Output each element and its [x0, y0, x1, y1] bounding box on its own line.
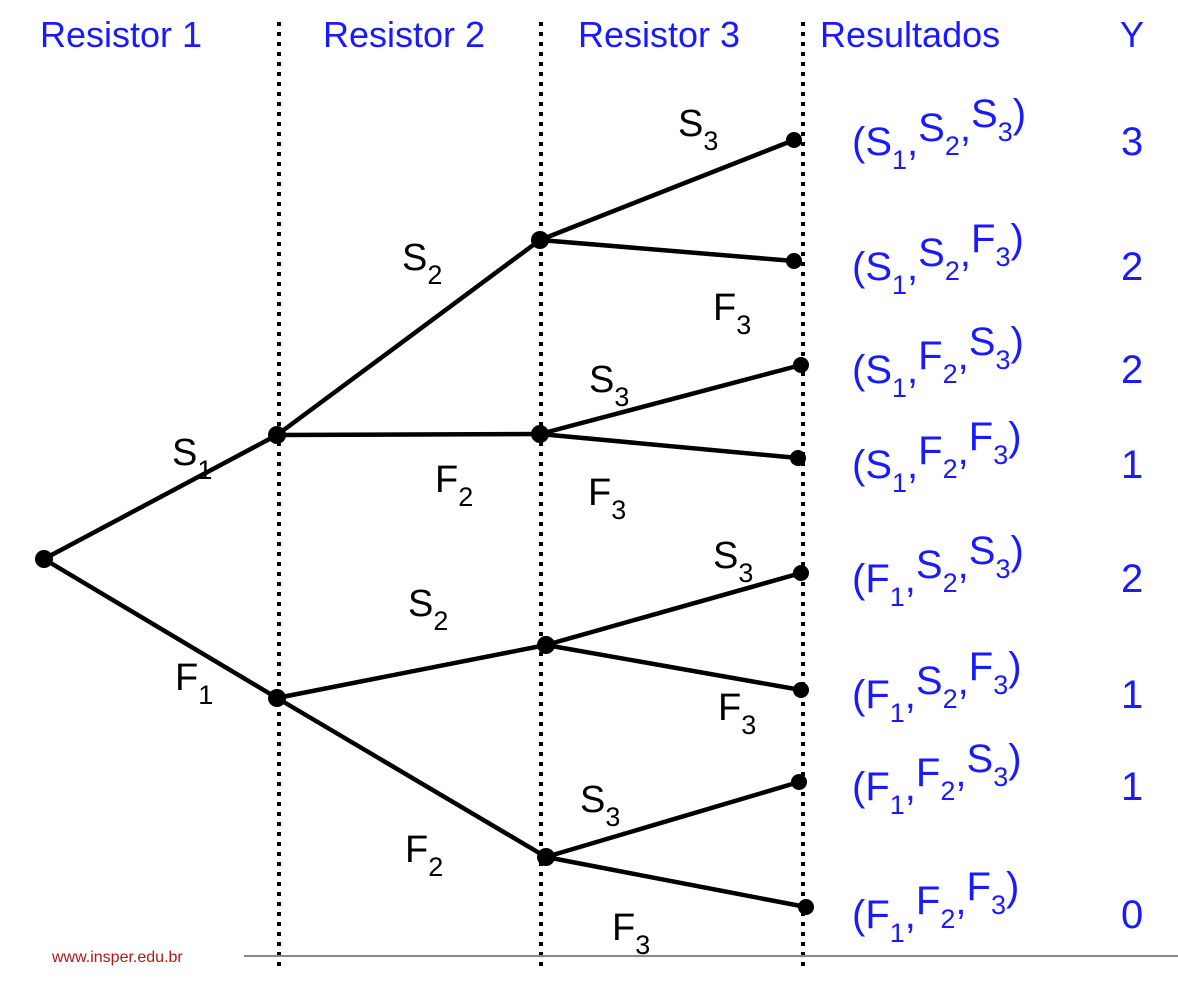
y-value-6: 1 [1121, 673, 1143, 717]
leaf-6 [793, 682, 809, 698]
edge-s1-f2 [274, 431, 543, 438]
header-resultados: Resultados [820, 14, 1000, 55]
node-s1 [268, 426, 286, 444]
label-f3-2: F3 [588, 472, 626, 525]
y-value-3: 2 [1121, 348, 1143, 392]
edge-s1s2-s3 [537, 137, 797, 243]
y-value-1: 3 [1121, 120, 1143, 164]
edge-s1 [41, 432, 280, 562]
root-node [35, 550, 53, 568]
leaf-2 [786, 253, 802, 269]
outcome-2: (S1,S2,F3) [852, 217, 1024, 300]
header-resistor-2: Resistor 2 [323, 14, 485, 55]
edge-f1s2-f3 [543, 642, 804, 693]
y-value-2: 2 [1121, 245, 1143, 289]
outcome-7: (F1,F2,S3) [852, 737, 1022, 820]
y-value-7: 1 [1121, 765, 1143, 809]
tree-edges [41, 137, 809, 910]
y-value-4: 1 [1121, 443, 1143, 487]
outcome-4: (S1,F2,F3) [852, 415, 1022, 498]
label-f3-3: F3 [718, 687, 756, 740]
node-s1f2 [531, 425, 549, 443]
edge-s1-s2 [274, 237, 543, 438]
label-s3-3: S3 [713, 535, 753, 588]
leaf-5 [793, 565, 809, 581]
edge-s1f2-s3 [537, 362, 804, 437]
label-s3-1: S3 [678, 103, 718, 156]
label-s3-2: S3 [589, 359, 629, 412]
header-resistor-1: Resistor 1 [40, 14, 202, 55]
label-f3-4: F3 [612, 907, 650, 960]
outcome-3: (S1,F2,S3) [852, 320, 1024, 403]
edge-s1f2-f3 [537, 431, 801, 461]
outcome-8: (F1,F2,F3) [852, 865, 1019, 948]
header-y: Y [1120, 14, 1144, 55]
label-s1: S1 [172, 432, 212, 485]
node-f1s2 [537, 636, 555, 654]
label-lower-s2: S2 [408, 583, 448, 636]
leaf-8 [798, 899, 814, 915]
tree-nodes [35, 132, 814, 915]
edge-f1-f2 [274, 695, 549, 860]
node-f1 [268, 689, 286, 707]
node-s1s2 [531, 231, 549, 249]
leaf-3 [793, 357, 809, 373]
label-upper-s2: S2 [402, 237, 442, 290]
label-f3-1: F3 [713, 287, 751, 340]
outcome-6: (F1,S2,F3) [852, 645, 1022, 728]
footer-url: www.insper.edu.br [51, 949, 183, 966]
edge-f1s2-s3 [543, 570, 804, 648]
label-lower-f2: F2 [405, 829, 443, 882]
node-f1f2 [537, 848, 555, 866]
edge-f1f2-s3 [543, 779, 802, 860]
leaf-4 [790, 450, 806, 466]
header-resistor-3: Resistor 3 [578, 14, 740, 55]
edge-f1-s2 [274, 642, 549, 701]
leaf-7 [791, 774, 807, 790]
y-value-8: 0 [1121, 893, 1143, 937]
y-value-list: 3 2 2 1 2 1 1 0 [1121, 120, 1143, 937]
leaf-1 [786, 132, 802, 148]
edge-s1s2-f3 [537, 237, 797, 264]
label-s3-4: S3 [580, 779, 620, 832]
y-value-5: 2 [1121, 557, 1143, 601]
edge-f1f2-f3 [543, 854, 809, 910]
label-f1: F1 [175, 657, 213, 710]
outcome-5: (F1,S2,S3) [852, 529, 1024, 612]
edge-f1 [41, 556, 280, 701]
label-upper-f2: F2 [435, 459, 473, 512]
outcome-1: (S1,S2,S3) [852, 92, 1026, 175]
outcome-list: (S1,S2,S3) (S1,S2,F3) (S1,F2,S3) (S1,F2,F3)… [852, 92, 1026, 948]
stage-separators [277, 22, 805, 970]
branch-labels: S1 F1 S2 F2 S2 F2 S3 F3 S3 F3 S3 F3 S3 F… [172, 103, 756, 960]
